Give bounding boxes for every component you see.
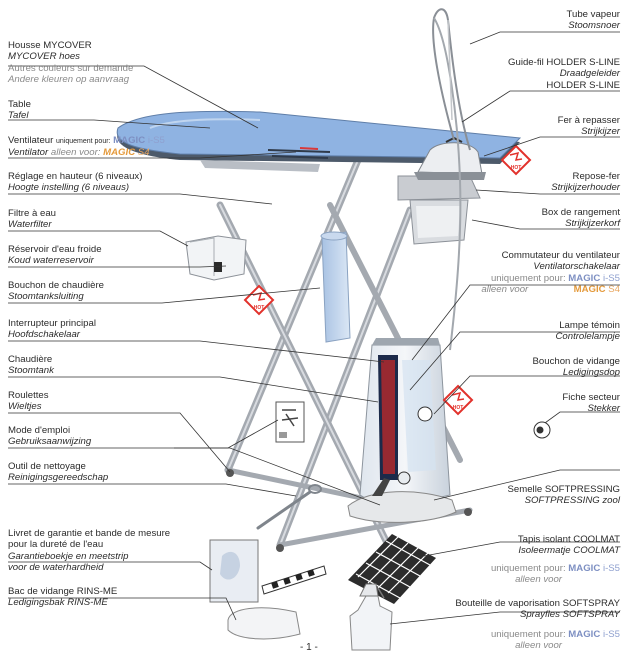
label-bouchon-chaudiere: Bouchon de chaudière Stoomtanksluiting	[8, 280, 105, 303]
iron-rest-illustration	[397, 175, 481, 245]
page-number: - 1 -	[300, 642, 318, 653]
label-ventilateur: Ventilateur uniquement pour: MAGIC i-S5 …	[8, 135, 165, 159]
steam-tank-illustration	[359, 338, 451, 511]
cleaning-tool-illustration	[256, 484, 322, 530]
label-repose: Repose-fer Strijkijzerhouder	[551, 171, 620, 194]
frame-legs	[216, 156, 473, 559]
label-reglage: Réglage en hauteur (6 niveaux) Hoogte in…	[8, 171, 143, 194]
label-semelle: Semelle SOFTPRESSING SOFTPRESSING zool	[507, 484, 621, 507]
warranty-booklet-illustration	[209, 539, 259, 603]
hot-warning-icon: HOT	[442, 384, 474, 416]
softpressing-sole-illustration	[347, 478, 457, 523]
label-bouchon-vidange: Bouchon de vidange Ledigingsdop	[532, 356, 620, 379]
label-tube: Tube vapeur Stoomsnoer	[566, 9, 620, 32]
label-filtre: Filtre à eau Waterfilter	[8, 208, 56, 231]
label-table: Table Tafel	[8, 99, 31, 122]
steam-hose-illustration	[432, 8, 471, 351]
label-mode-emploi: Mode d'emploi Gebruiksaanwijzing	[8, 425, 92, 448]
label-housse: Housse MYCOVER MYCOVER hoes Autres coule…	[8, 40, 134, 86]
ironing-board-illustration	[116, 110, 522, 172]
iron-illustration	[414, 136, 486, 180]
spray-bottle-illustration	[349, 583, 393, 651]
label-bac: Bac de vidange RINS-ME Ledigingsbak RINS…	[8, 586, 118, 609]
label-livret: Livret de garantie et bande de mesure po…	[8, 528, 171, 574]
label-chaudiere: Chaudière Stoomtank	[8, 354, 54, 377]
label-interrupteur: Interrupteur principal Hoofdschakelaar	[8, 318, 96, 341]
label-fer: Fer à repasser Strijkijzer	[557, 115, 620, 138]
label-reservoir: Réservoir d'eau froide Koud waterreservo…	[8, 244, 102, 267]
rinse-tray-illustration	[227, 607, 301, 640]
measuring-strip-illustration	[261, 565, 327, 595]
label-guide: Guide-fil HOLDER S-LINE Draadgeleider HO…	[508, 57, 620, 91]
label-tapis: Tapis isolant COOLMAT Isoleermatje COOLM…	[490, 534, 620, 586]
manual-illustration	[275, 401, 305, 443]
label-fiche: Fiche secteur Stekker	[562, 392, 620, 415]
water-filter-illustration	[185, 235, 247, 281]
hot-warning-icon: HOT	[500, 144, 532, 176]
label-outil: Outil de nettoyage Reinigingsgereedschap	[8, 461, 109, 484]
svg-text:HOT: HOT	[254, 305, 265, 311]
label-commutateur: Commutateur du ventilateur Ventilatorsch…	[481, 250, 620, 296]
svg-text:HOT: HOT	[453, 405, 464, 411]
label-bouteille: Bouteille de vaporisation SOFTSPRAY Spra…	[455, 598, 620, 652]
label-box: Box de rangement Strijkijzerkorf	[541, 207, 620, 230]
reservoir-illustration	[320, 231, 351, 343]
callout-markers	[417, 406, 551, 439]
label-lampe: Lampe témoin Controlelampje	[555, 320, 620, 343]
svg-text:HOT: HOT	[511, 165, 522, 171]
label-roulettes: Roulettes Wieltjes	[8, 390, 49, 413]
